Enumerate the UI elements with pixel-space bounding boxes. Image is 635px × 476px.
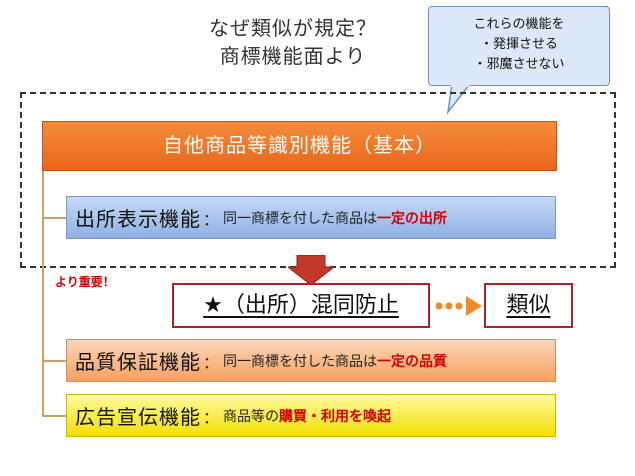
similarity-box: 類似 [484,283,573,328]
main-function-box: 自他商品等識別機能（基本） [42,121,557,171]
quality-assurance-box: 品質保証機能 ： 同一商標を付した商品は 一定の品質 [66,339,556,382]
callout-bubble: これらの機能を ・発揮させる ・邪魔させない [428,6,610,86]
callout-line-1: これらの機能を [473,17,565,32]
title-line-1: なぜ類似が規定？ [209,16,377,40]
confusion-prevention-box: ★（出所）混同防止 [172,283,430,328]
function-highlight: 一定の出所 [377,210,448,227]
function-name: 品質保証機能 [75,350,201,374]
function-colon: ： [203,209,220,229]
tree-branch-quality [42,360,66,362]
dashed-group-frame [20,92,616,268]
more-important-label: より重要！ [55,275,115,289]
function-highlight: 購買・利用を喚起 [279,408,392,425]
callout-line-2: ・発揮させる [479,37,558,52]
tree-trunk-line [42,171,44,416]
function-highlight: 一定の品質 [377,353,448,370]
function-colon: ： [203,407,220,427]
function-description: 同一商標を付した商品は [223,353,378,370]
dotted-arrow-icon [435,296,482,316]
diagram-title: なぜ類似が規定？ 商標機能面より [178,14,408,70]
title-line-2: 商標機能面より [219,44,367,68]
similarity-text: 類似 [506,293,551,318]
tree-branch-ad [42,415,66,417]
tree-branch-source [42,217,66,219]
function-name: 広告宣伝機能 [75,405,201,429]
down-arrow-icon [288,255,334,285]
callout-tail-cover [451,82,469,87]
source-indication-box: 出所表示機能 ： 同一商標を付した商品は 一定の出所 [66,196,556,239]
callout-line-3: ・邪魔させない [473,57,565,72]
function-description: 商品等の [223,408,280,425]
function-colon: ： [203,352,220,372]
confusion-prevention-text: ★（出所）混同防止 [203,293,399,318]
function-description: 同一商標を付した商品は [223,210,378,227]
advertising-box: 広告宣伝機能 ： 商品等の 購買・利用を喚起 [66,394,556,437]
function-name: 出所表示機能 [75,207,201,231]
